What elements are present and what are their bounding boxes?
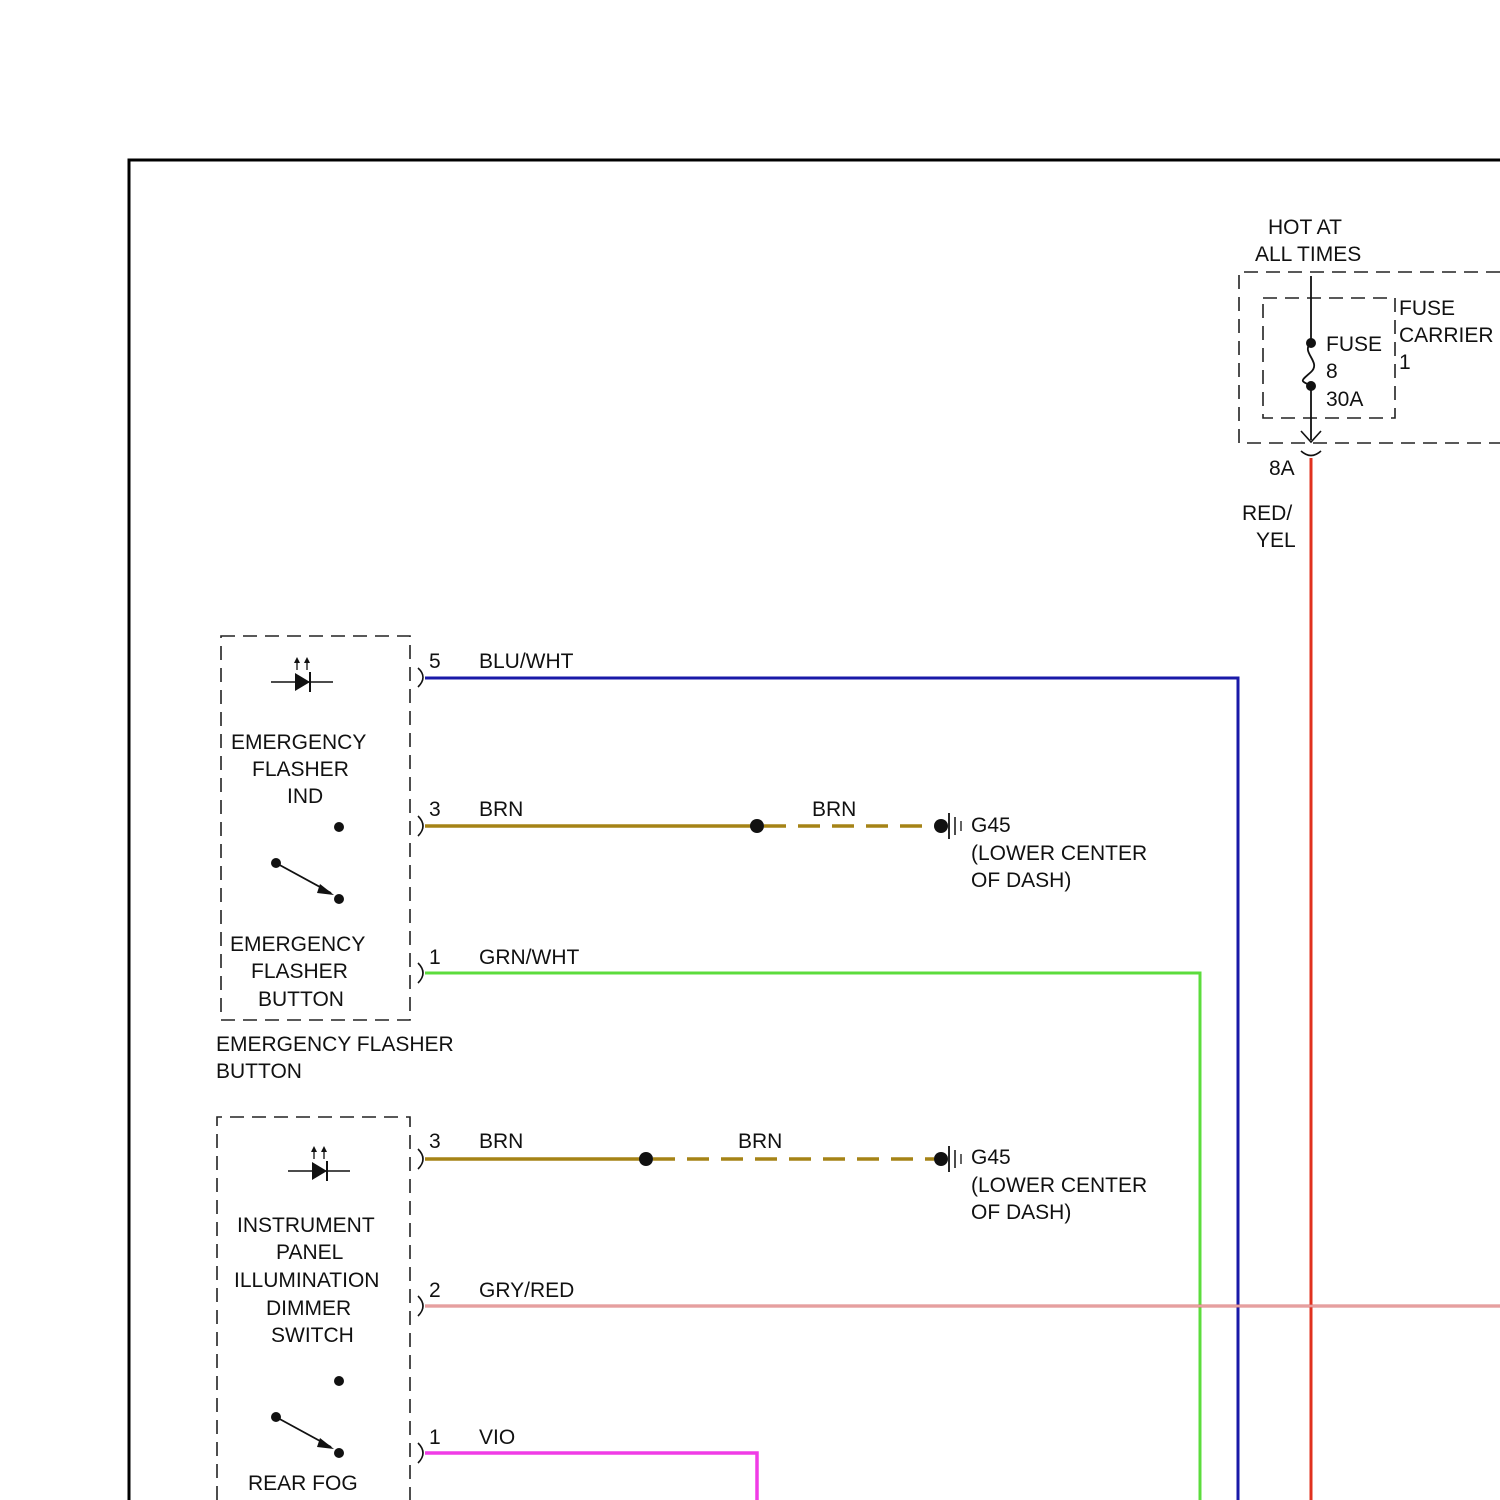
fuse-label-2: 8: [1326, 360, 1338, 383]
fuse-label-1: FUSE: [1326, 333, 1382, 356]
wire-label-vio: VIO: [479, 1426, 515, 1449]
pin-1-label: 1: [429, 946, 441, 969]
wire-label-brn-2: BRN: [812, 798, 856, 821]
ground-icon: [934, 813, 961, 839]
splice-dot: [639, 1152, 653, 1166]
ind-label-1: EMERGENCY: [231, 731, 366, 754]
flasher-component-label-2: BUTTON: [216, 1060, 302, 1083]
dimmer-label-3: ILLUMINATION: [234, 1269, 379, 1292]
wire-label-brn: BRN: [479, 798, 523, 821]
hot-at-label: HOT AT: [1268, 216, 1342, 239]
fuse-carrier-label-3: 1: [1399, 351, 1411, 374]
connector-pin-1-icon: [418, 1443, 423, 1463]
ground-location-2: OF DASH): [971, 1201, 1071, 1224]
ground-location-1: (LOWER CENTER: [971, 842, 1147, 865]
dimmer-label-5: SWITCH: [271, 1324, 354, 1347]
ground-icon: [934, 1146, 961, 1172]
wire-label-brn: BRN: [479, 1130, 523, 1153]
button-label-1: EMERGENCY: [230, 933, 365, 956]
wire-grn-wht: [425, 973, 1200, 1500]
rear-fog-switch-icon: [271, 1376, 344, 1458]
ground-id-label: G45: [971, 814, 1011, 837]
pin-3-label: 3: [429, 798, 441, 821]
flasher-switch-icon: [271, 822, 344, 904]
fuse-icon: [1303, 276, 1316, 440]
ind-label-3: IND: [287, 785, 323, 808]
ground-location-1: (LOWER CENTER: [971, 1174, 1147, 1197]
wire-label-brn-2: BRN: [738, 1130, 782, 1153]
connector-pin-3-icon: [418, 816, 423, 836]
pin-2-label: 2: [429, 1279, 441, 1302]
pin-label-8a: 8A: [1269, 457, 1295, 480]
pin-3-label: 3: [429, 1130, 441, 1153]
dimmer-label-4: DIMMER: [266, 1297, 351, 1320]
dimmer-label-2: PANEL: [276, 1241, 343, 1264]
led-indicator-icon: [271, 657, 333, 692]
fuse-carrier-label-1: FUSE: [1399, 297, 1455, 320]
ground-id-label: G45: [971, 1146, 1011, 1169]
ind-label-2: FLASHER: [252, 758, 349, 781]
button-label-2: FLASHER: [251, 960, 348, 983]
dimmer-led-icon: [288, 1146, 350, 1181]
connector-pin-2-icon: [418, 1296, 423, 1316]
connector-pin-1-icon: [418, 963, 423, 983]
connector-pin-5-icon: [418, 668, 423, 687]
wire-label-grn-wht: GRN/WHT: [479, 946, 579, 969]
button-label-3: BUTTON: [258, 988, 344, 1011]
fuse-label-3: 30A: [1326, 388, 1363, 411]
flasher-component-label-1: EMERGENCY FLASHER: [216, 1033, 454, 1056]
all-times-label: ALL TIMES: [1255, 243, 1361, 266]
wire-label-red-yel-1: RED/: [1242, 502, 1292, 525]
pin-1-label: 1: [429, 1426, 441, 1449]
wire-label-blu-wht: BLU/WHT: [479, 650, 574, 673]
wire-label-red-yel-2: YEL: [1256, 529, 1296, 552]
dimmer-label-1: INSTRUMENT: [237, 1214, 375, 1237]
splice-dot: [750, 819, 764, 833]
pin-5-label: 5: [429, 650, 441, 673]
ground-location-2: OF DASH): [971, 869, 1071, 892]
connector-pin-3-icon: [418, 1149, 423, 1169]
fuse-carrier-label-2: CARRIER: [1399, 324, 1494, 347]
wire-vio: [425, 1453, 757, 1500]
wire-label-gry-red: GRY/RED: [479, 1279, 574, 1302]
rear-fog-label: REAR FOG: [248, 1472, 358, 1495]
